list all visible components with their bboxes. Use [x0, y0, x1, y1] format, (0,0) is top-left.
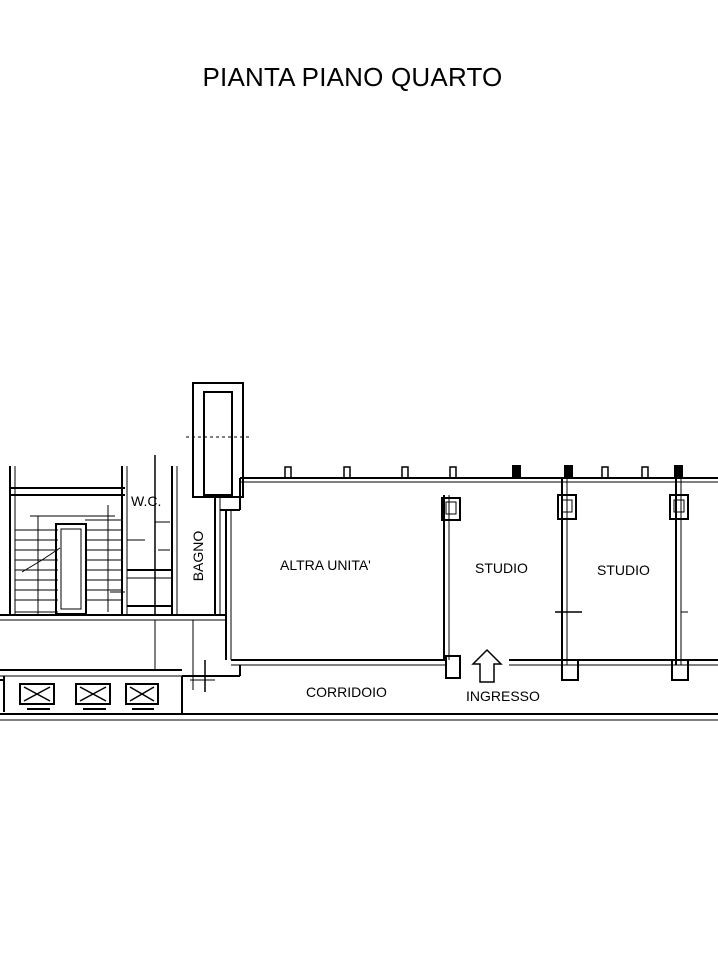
entrance-arrow-icon: [471, 648, 503, 683]
lift-shafts: [0, 676, 159, 712]
room-label-corridoio: CORRIDOIO: [306, 684, 387, 700]
shaft-inner: [203, 391, 233, 496]
stair-flight-left: [15, 516, 61, 615]
room-label-wc: W.C.: [131, 493, 161, 509]
stair-flight-right: [30, 505, 122, 612]
shaft-outer: [192, 382, 244, 498]
room-label-studio-2: STUDIO: [597, 562, 650, 578]
room-label-altra-unita: ALTRA UNITA': [280, 557, 371, 573]
room-label-bagno: BAGNO: [190, 531, 206, 582]
room-label-ingresso: INGRESSO: [466, 688, 540, 704]
room-label-studio-1: STUDIO: [475, 560, 528, 576]
page-title: PIANTA PIANO QUARTO: [202, 62, 503, 92]
